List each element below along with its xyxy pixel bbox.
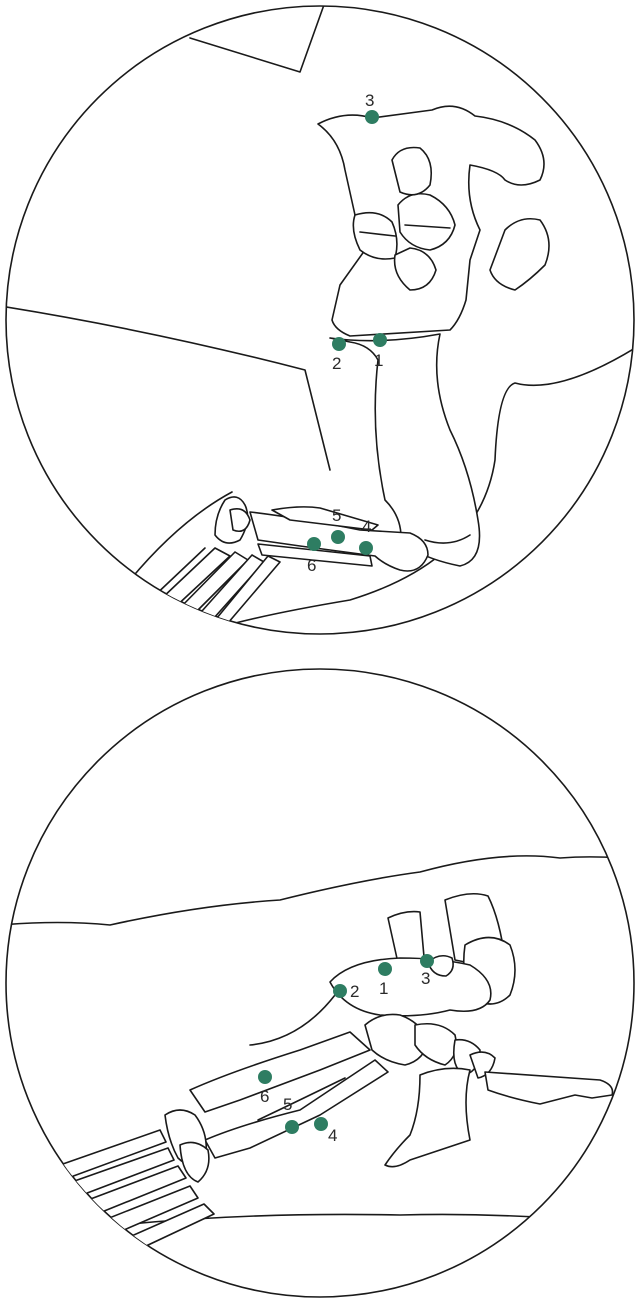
marker-label: 6 bbox=[260, 1087, 269, 1106]
marker-dot bbox=[307, 537, 321, 551]
marker-dot bbox=[359, 541, 373, 555]
marker-label: 3 bbox=[365, 91, 374, 110]
upper-panel: 1 2 3 4 5 6 bbox=[0, 2, 640, 634]
marker-dot bbox=[285, 1120, 299, 1134]
marker-upper-2: 2 bbox=[332, 337, 346, 373]
marker-dot bbox=[314, 1117, 328, 1131]
marker-dot bbox=[378, 962, 392, 976]
marker-label: 5 bbox=[332, 506, 341, 525]
marker-label: 2 bbox=[332, 354, 341, 373]
upper-panel-drawing bbox=[0, 2, 640, 630]
marker-label: 1 bbox=[374, 351, 383, 370]
marker-dot bbox=[332, 337, 346, 351]
marker-label: 1 bbox=[379, 979, 388, 998]
marker-label: 3 bbox=[421, 969, 430, 988]
marker-label: 5 bbox=[283, 1095, 292, 1114]
lower-panel: 1 2 3 4 5 6 bbox=[0, 669, 640, 1297]
lower-panel-drawing bbox=[0, 856, 640, 1262]
marker-dot bbox=[420, 954, 434, 968]
marker-dot bbox=[365, 110, 379, 124]
marker-label: 6 bbox=[307, 556, 316, 575]
marker-dot bbox=[258, 1070, 272, 1084]
marker-label: 4 bbox=[328, 1126, 337, 1145]
marker-label: 4 bbox=[362, 517, 371, 536]
marker-lower-4: 4 bbox=[314, 1117, 337, 1145]
marker-upper-3: 3 bbox=[365, 91, 379, 124]
marker-dot bbox=[333, 984, 347, 998]
marker-dot bbox=[331, 530, 345, 544]
marker-label: 2 bbox=[350, 982, 359, 1001]
marker-dot bbox=[373, 333, 387, 347]
